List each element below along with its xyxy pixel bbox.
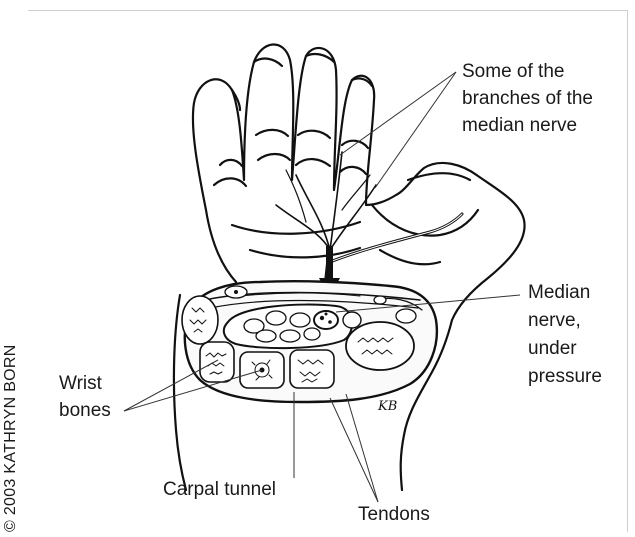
label-branches-line2: branches of the <box>462 87 593 111</box>
label-branches-line3: median nerve <box>462 114 577 138</box>
label-median-line3: under <box>528 337 577 361</box>
label-median-line4: pressure <box>528 365 602 389</box>
label-median-line2: nerve, <box>528 309 581 333</box>
label-branches-line1: Some of the <box>462 60 564 84</box>
label-median-line1: Median <box>528 281 590 305</box>
label-tendons: Tendons <box>358 503 430 527</box>
label-wrist-line1: Wrist <box>59 372 102 396</box>
artist-signature: KB <box>377 399 397 414</box>
label-carpal-tunnel: Carpal tunnel <box>163 478 276 502</box>
copyright-notice: © 2003 KATHRYN BORN <box>2 344 20 532</box>
label-wrist-line2: bones <box>59 399 111 423</box>
hand-outline <box>193 44 525 490</box>
